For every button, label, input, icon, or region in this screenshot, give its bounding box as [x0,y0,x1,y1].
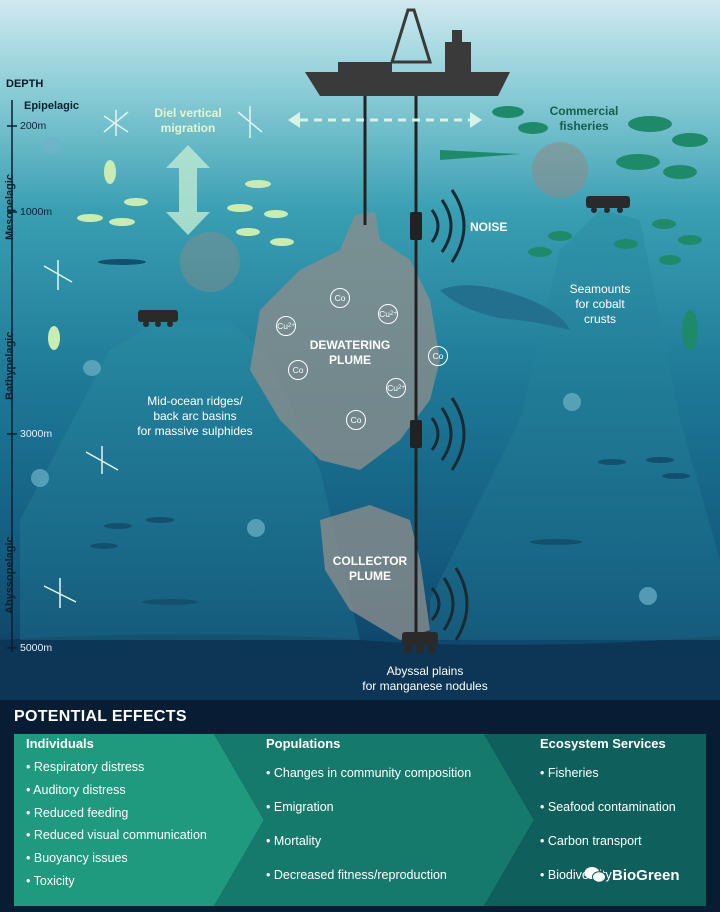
collector-plume-label: COLLECTOR PLUME [332,554,408,583]
abyssal-plains-label: Abyssal plains for manganese nodules [362,664,488,693]
column-heading: Populations [266,736,341,751]
metal-ion: Co [288,360,308,380]
collector-vehicle-ridge [138,310,178,327]
seamounts-label: Seamounts for cobalt crusts [569,282,631,326]
metal-ion: Co [330,288,350,308]
zone-abyssopelagic: Abyssopelagic [4,536,16,614]
dewatering-plume-label: DEWATERING PLUME [309,338,391,367]
ridge-plume [180,232,240,292]
riser-pump-lower [410,420,422,448]
list-item: Reduced visual communication [26,824,207,847]
column-individuals: Individuals Respiratory distress Auditor… [26,736,207,893]
watermark-text: BioGreen [612,866,680,884]
list-item: Decreased fitness/reproduction [266,858,471,892]
seamount [430,210,720,640]
list-item: Toxicity [26,870,207,893]
ocean-scene [0,0,720,700]
mesopelagic-fish-group [48,160,294,350]
collector-plume-shape [320,505,430,640]
tick-5000m: 5000m [20,642,53,654]
zone-bathypelagic: Bathypelagic [4,331,16,400]
column-heading: Individuals [26,736,94,751]
depth-ticks [7,125,17,649]
watermark: BioGreen [584,866,680,884]
tick-200m: 200m [20,120,47,132]
zone-mesopelagic: Mesopelagic [4,173,16,240]
list-item: Fisheries [540,756,676,790]
commercial-fisheries-label: Commercial fisheries [549,104,619,133]
list-item: Carbon transport [540,824,676,858]
list-item: Auditory distress [26,779,207,802]
depth-title: DEPTH [6,78,44,90]
dewatering-plume-shape [250,212,440,470]
chat-bubble-icon [584,867,606,883]
list-item: Changes in community composition [266,756,471,790]
list-item: Emigration [266,790,471,824]
collector-vehicle-seamount [586,196,630,213]
tick-1000m: 1000m [20,206,53,218]
noise-waves [430,189,469,641]
seafloor [0,634,720,700]
whale [440,285,570,330]
list-item: Seafood contamination [540,790,676,824]
diel-migration-label: Diel vertical migration [154,106,222,135]
effects-title: POTENTIAL EFFECTS [14,708,187,725]
riser-pump-upper [410,212,422,240]
seamount-plume [532,142,588,198]
mining-ship [305,8,510,96]
ridges-label: Mid-ocean ridges/ back arc basins for ma… [137,394,253,438]
migration-arrow [166,145,210,235]
plankton-group [43,106,263,608]
fisheries-arrow [288,112,482,128]
list-item: Buoyancy issues [26,847,207,870]
tick-3000m: 3000m [20,428,53,440]
column-heading: Ecosystem Services [540,736,666,751]
collector-vehicle-abyssal [402,632,438,654]
metal-ion: Co [346,410,366,430]
zone-epipelagic: Epipelagic [24,100,80,112]
list-item: Reduced feeding [26,802,207,825]
noise-label: NOISE [470,220,508,234]
commercial-fish-group [440,106,708,350]
deep-fish-group [90,259,690,605]
list-item: Mortality [266,824,471,858]
list-item: Respiratory distress [26,756,207,779]
metal-ion: Co [428,346,448,366]
jellyfish-group [31,137,657,605]
column-populations: Populations Changes in community composi… [266,736,471,892]
